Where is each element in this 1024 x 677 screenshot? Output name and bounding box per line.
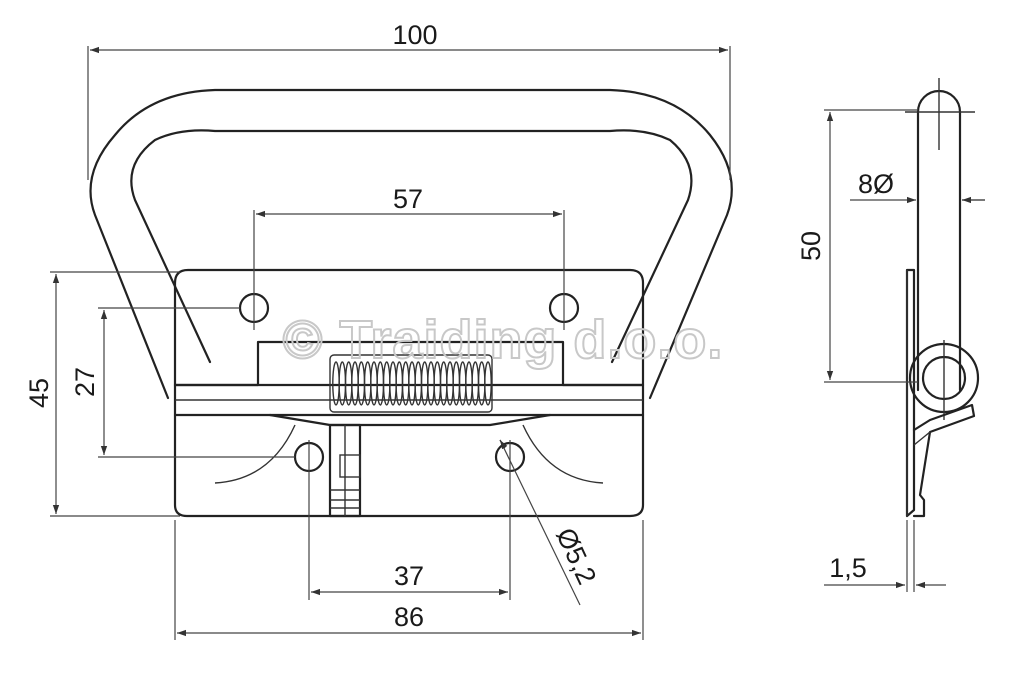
side-view — [905, 78, 980, 518]
dim-hole-spacing-top: 57 — [393, 184, 423, 214]
dim-side-height: 50 — [796, 231, 826, 261]
side-dimensions: 50 8Ø 1,5 — [796, 109, 985, 592]
spring — [329, 354, 493, 413]
side-bracket — [912, 403, 976, 518]
dim-plate-width: 86 — [394, 602, 424, 632]
watermark: © Traiding d.o.o. — [283, 310, 724, 370]
upper-plate — [173, 268, 645, 387]
handle-outer — [89, 88, 733, 400]
front-view — [89, 88, 733, 518]
dim-plate-height: 45 — [24, 378, 54, 408]
dim-hole-height: 27 — [70, 367, 100, 397]
dim-hole-spacing-bottom: 37 — [394, 561, 424, 591]
dim-plate-thickness: 1,5 — [829, 553, 867, 583]
lower-plate — [173, 413, 645, 518]
dim-overall-width: 100 — [392, 20, 437, 50]
dim-hole-diameter: Ø5,2 — [550, 523, 602, 589]
handle-inner — [130, 129, 693, 364]
dim-wire-diameter: 8Ø — [858, 169, 894, 199]
